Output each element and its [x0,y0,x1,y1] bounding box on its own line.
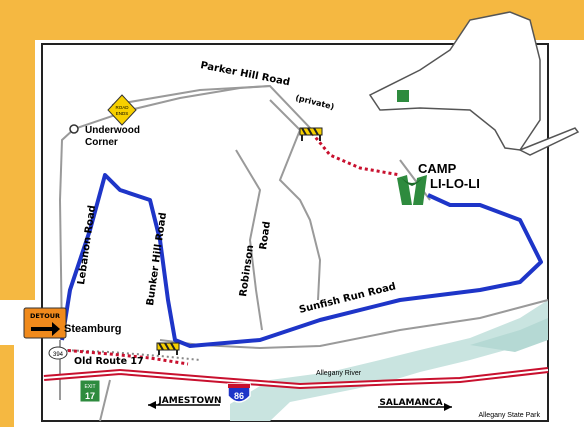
long-island [518,127,580,156]
road-ends-line1: ROAD [115,105,129,110]
accent-band-bottom-left [0,345,14,427]
interstate-86-center [43,369,549,388]
exit-line1: EXIT [84,384,95,390]
ny-state-outline [368,11,541,151]
detour-route [60,173,543,348]
jamestown-label: JAMESTOWN [157,396,221,406]
camp-location-marker [397,90,409,102]
exit-line2: 17 [85,391,95,401]
closed-road-old17 [61,348,189,366]
parker-hill-road [111,84,313,131]
underwood-corner-dot [69,124,79,134]
exit-17-sign: EXIT 17 [79,379,101,403]
steamburg-label: Steamburg [64,323,121,335]
barricade-parker [299,127,323,141]
route-394-shield: 394 [48,346,68,360]
salamanca-direction: SALAMANCA [378,398,452,411]
underwood-label: Underwood [85,125,140,136]
road-label: Road [258,221,273,251]
allegany-state-park-label: Allegany State Park [479,412,541,419]
jamestown-direction: JAMESTOWN [148,396,222,409]
camp-label: CAMP [418,161,457,176]
barricade-bunker [156,342,180,355]
allegany-river-label: Allegany River [316,370,362,377]
interstate-86-shield: 86 [227,383,251,403]
camp-icon [397,175,427,205]
river-shading [470,318,548,352]
corner-label: Corner [85,137,118,148]
detour-sign-text: DETOUR [30,312,60,320]
detour-arrow-icon [31,322,60,336]
accent-band-left [0,0,35,300]
road-ends-sign: ROAD ENDS [107,94,137,126]
salamanca-label: SALAMANCA [379,398,442,408]
route-394-label: 394 [53,352,64,358]
detour-sign: DETOUR [23,307,67,339]
arrow-right-icon [444,403,452,411]
allegany-river [230,300,548,421]
arrow-left-icon [148,401,156,409]
old-route-17-label: Old Route 17 [74,356,144,367]
camp-name-label: LI-LO-LI [430,176,480,191]
closed-road-parker [310,132,401,177]
interstate-86-label: 86 [234,391,244,401]
road-ends-line2: ENDS [116,111,129,116]
